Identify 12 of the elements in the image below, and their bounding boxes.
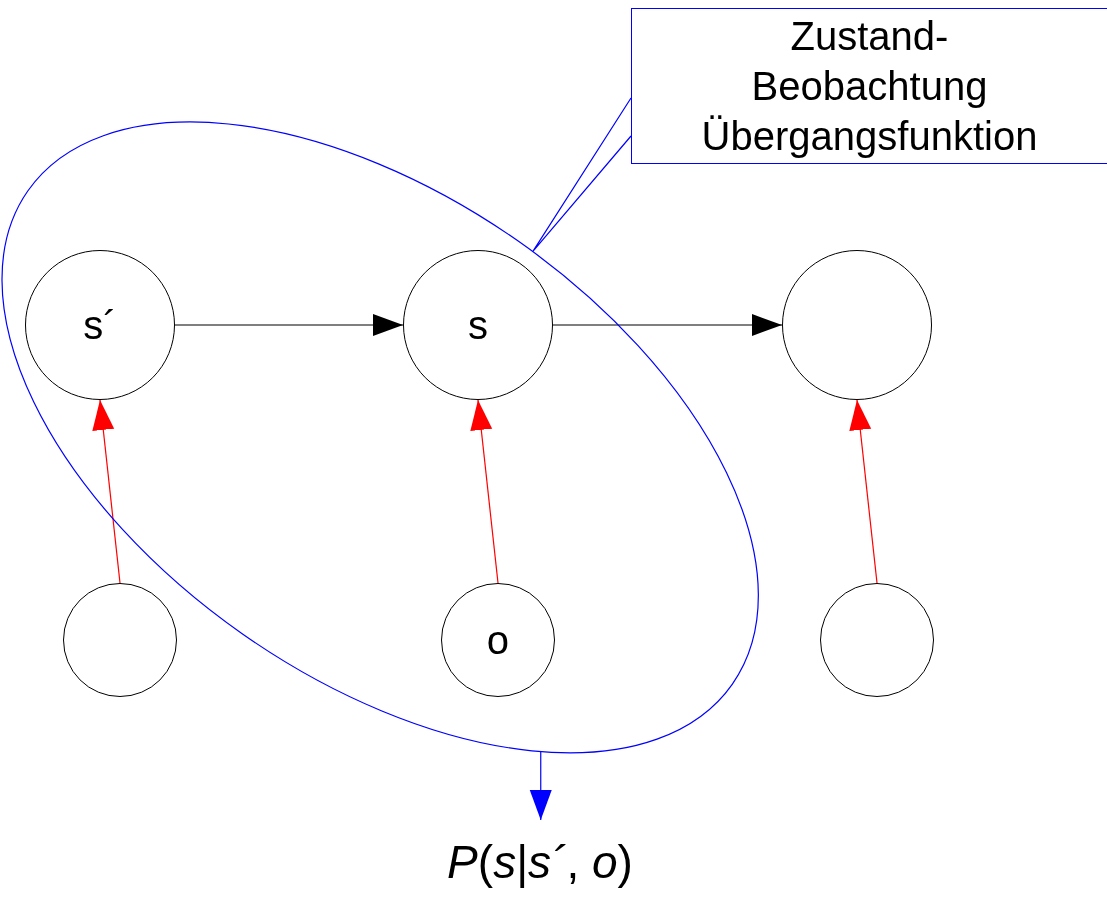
leader-line [532,97,632,252]
arrow [174,314,404,336]
node-label: o [486,620,510,660]
callout-text: Zustand- Beobachtung Übergangsfunktion [700,13,1039,160]
arrow [92,399,121,584]
arrow [529,750,552,821]
arrow [470,399,499,584]
callout-box [631,8,1107,164]
node-label: s´ [83,305,117,345]
node-label: s [468,305,488,345]
arrow [552,314,783,336]
arrow [849,399,878,584]
